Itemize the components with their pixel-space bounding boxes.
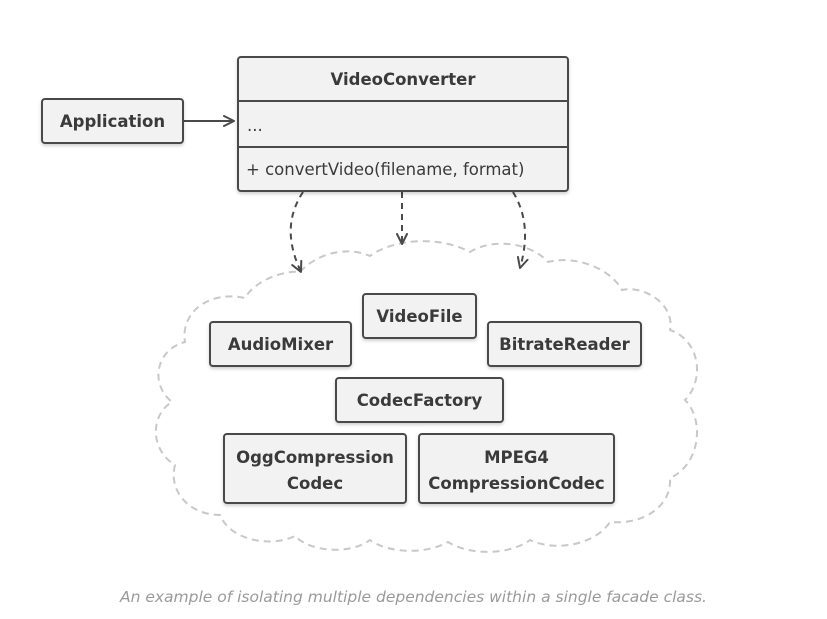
video-converter-title: VideoConverter: [331, 70, 477, 89]
dependency-arrow-right: [512, 191, 529, 269]
video-converter-fields: ...: [247, 116, 263, 135]
application-class: Application: [41, 98, 184, 144]
bitrate-reader-label: BitrateReader: [499, 335, 631, 354]
video-file-label: VideoFile: [376, 307, 462, 326]
audio-mixer-label: AudioMixer: [228, 335, 334, 354]
dependency-arrow-left: [289, 191, 304, 273]
mpeg4-compression-codec-class: MPEG4 CompressionCodec: [418, 433, 615, 504]
video-converter-class: VideoConverter ... + convertVideo(filena…: [237, 56, 569, 192]
ogg-codec-label-line2: Codec: [287, 474, 343, 493]
ogg-compression-codec-class: OggCompression Codec: [223, 433, 407, 504]
bitrate-reader-class: BitrateReader: [487, 321, 642, 367]
video-file-class: VideoFile: [362, 293, 477, 339]
audio-mixer-class: AudioMixer: [209, 321, 352, 367]
ogg-codec-label-line1: OggCompression: [236, 448, 394, 467]
video-converter-method: + convertVideo(filename, format): [246, 160, 524, 179]
figure-caption: An example of isolating multiple depende…: [119, 588, 707, 606]
codec-factory-label: CodecFactory: [357, 391, 483, 410]
application-label: Application: [60, 112, 165, 131]
codec-factory-class: CodecFactory: [335, 377, 504, 423]
mpeg4-codec-label-line2: CompressionCodec: [428, 474, 604, 493]
mpeg4-codec-label-line1: MPEG4: [484, 448, 549, 467]
